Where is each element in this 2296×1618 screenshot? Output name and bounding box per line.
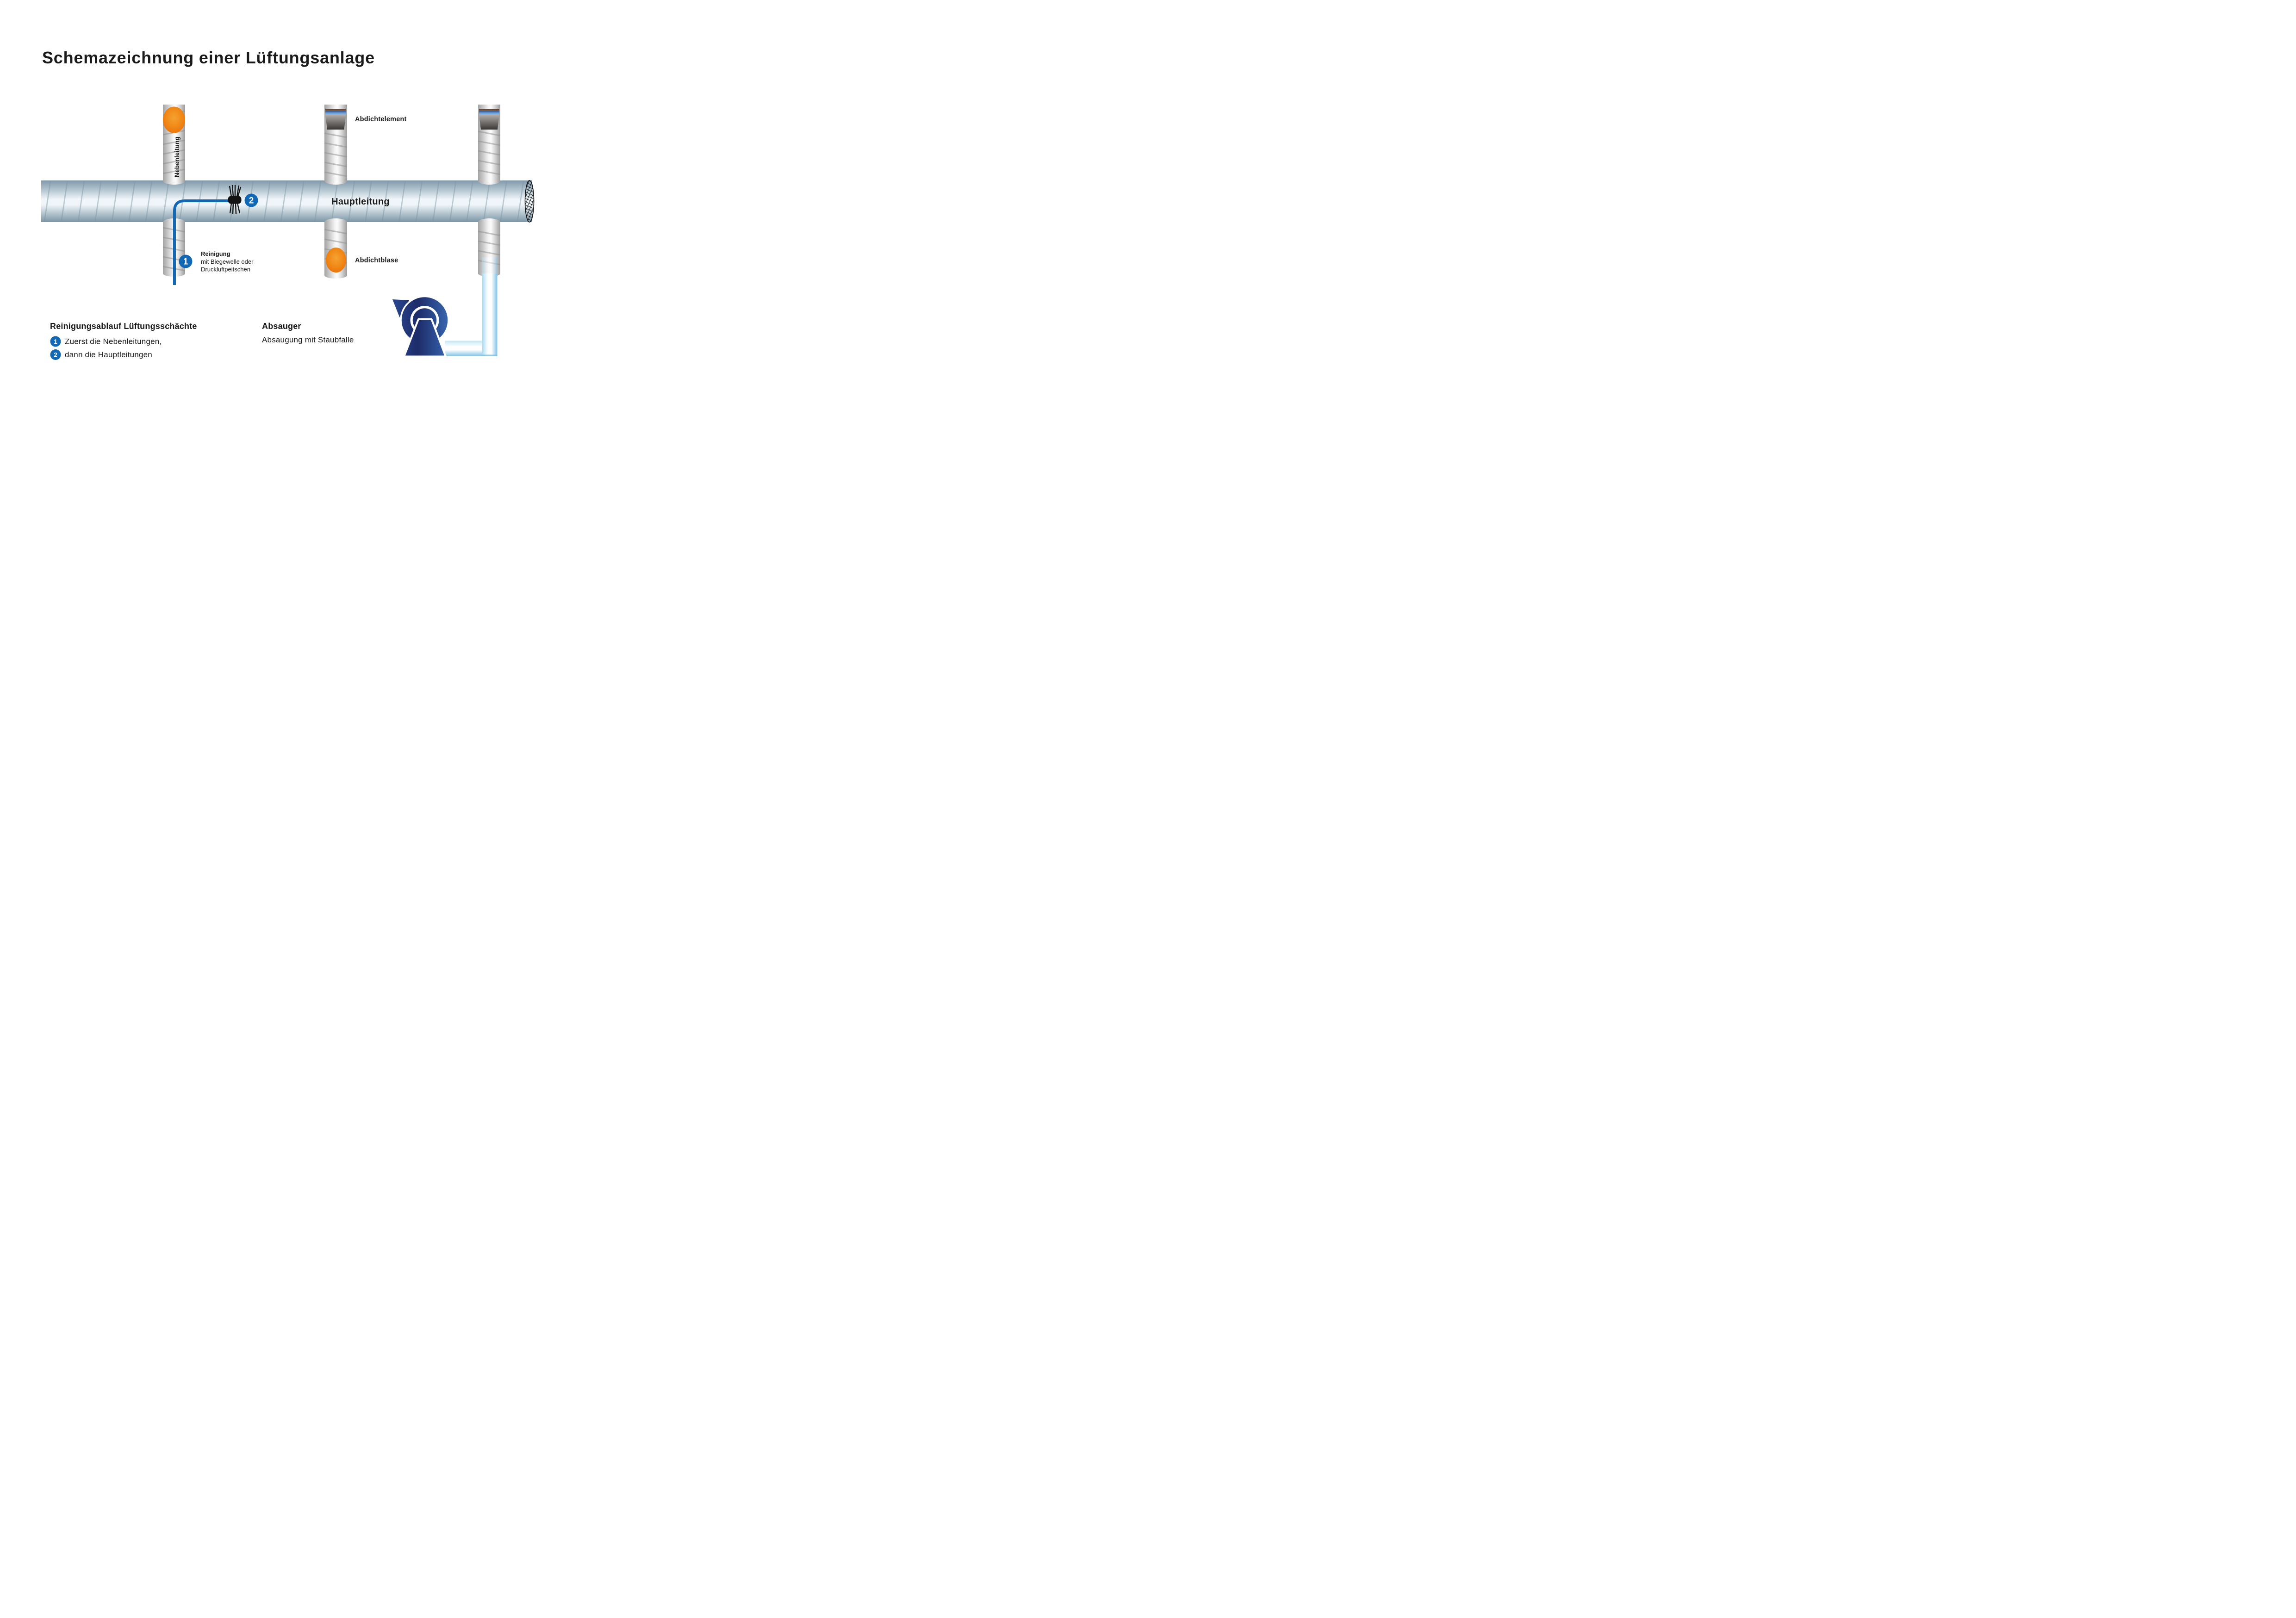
main-pipe	[41, 180, 535, 223]
legend-step-2: dann die Hauptleitungen	[65, 350, 152, 359]
suction-duct	[445, 257, 498, 356]
legend: Reinigungsablauf Lüftungsschächte 1 Zuer…	[50, 322, 197, 360]
svg-text:2: 2	[249, 196, 254, 206]
cleaning-annotation: 1 Reinigung mit Biegewelle oder Druckluf…	[179, 250, 254, 273]
page-title: Schemazeichnung einer Lüftungsanlage	[42, 48, 375, 67]
pipe-seams	[478, 130, 501, 175]
seal-element-icon	[325, 109, 346, 130]
extractor-description: Absaugung mit Staubfalle	[262, 335, 354, 344]
pipe-end-cap	[324, 272, 347, 279]
svg-text:2: 2	[54, 352, 57, 359]
ventilation-diagram: Schemazeichnung einer Lüftungsanlage	[41, 48, 535, 360]
legend-heading: Reinigungsablauf Lüftungsschächte	[50, 322, 197, 331]
seal-element-label: Abdichtelement	[355, 116, 407, 123]
cleaning-line1: mit Biegewelle oder	[201, 258, 254, 265]
fan-cone	[403, 318, 447, 358]
extractor-heading: Absauger	[262, 322, 301, 331]
legend-badge-2	[50, 349, 61, 360]
mesh-end-cap	[524, 180, 535, 223]
extractor-fan-icon	[392, 295, 449, 358]
pipe-seams	[324, 132, 348, 177]
main-pipe-label: Hauptleitung	[331, 197, 390, 207]
svg-text:1: 1	[183, 257, 188, 267]
svg-text:1: 1	[54, 338, 57, 345]
seal-element-icon	[479, 109, 499, 130]
seal-bladder-icon	[326, 248, 346, 273]
cleaning-line2: Druckluftpeitschen	[201, 266, 250, 273]
pipe-seams	[324, 229, 348, 264]
extractor-annotation: Absauger Absaugung mit Staubfalle	[262, 322, 354, 344]
cleaning-brush-icon	[228, 185, 242, 215]
branch-pipe-upper-middle	[324, 105, 348, 181]
branch-pipe-upper-left	[162, 105, 186, 181]
schematic-page: Schemazeichnung einer Lüftungsanlage	[0, 0, 574, 404]
branch-pipe-lower-middle	[324, 222, 348, 279]
seal-bladder-icon	[163, 106, 185, 133]
branch-pipe-upper-right	[478, 105, 501, 181]
branch-pipe-label: Nebenleitung	[174, 136, 180, 177]
pipe-seams	[478, 230, 501, 266]
step-badge-2: 2	[244, 193, 258, 207]
seal-bladder-label: Abdichtblase	[355, 257, 398, 264]
fan-inlet-triangle	[392, 299, 409, 317]
legend-step-1: Zuerst die Nebenleitungen,	[65, 337, 162, 346]
legend-badge-1	[50, 336, 61, 347]
step-badge-1	[179, 254, 193, 268]
pipe-junction-caps	[163, 177, 500, 226]
cleaning-hose	[173, 199, 228, 285]
cleaning-title: Reinigung	[201, 250, 230, 257]
